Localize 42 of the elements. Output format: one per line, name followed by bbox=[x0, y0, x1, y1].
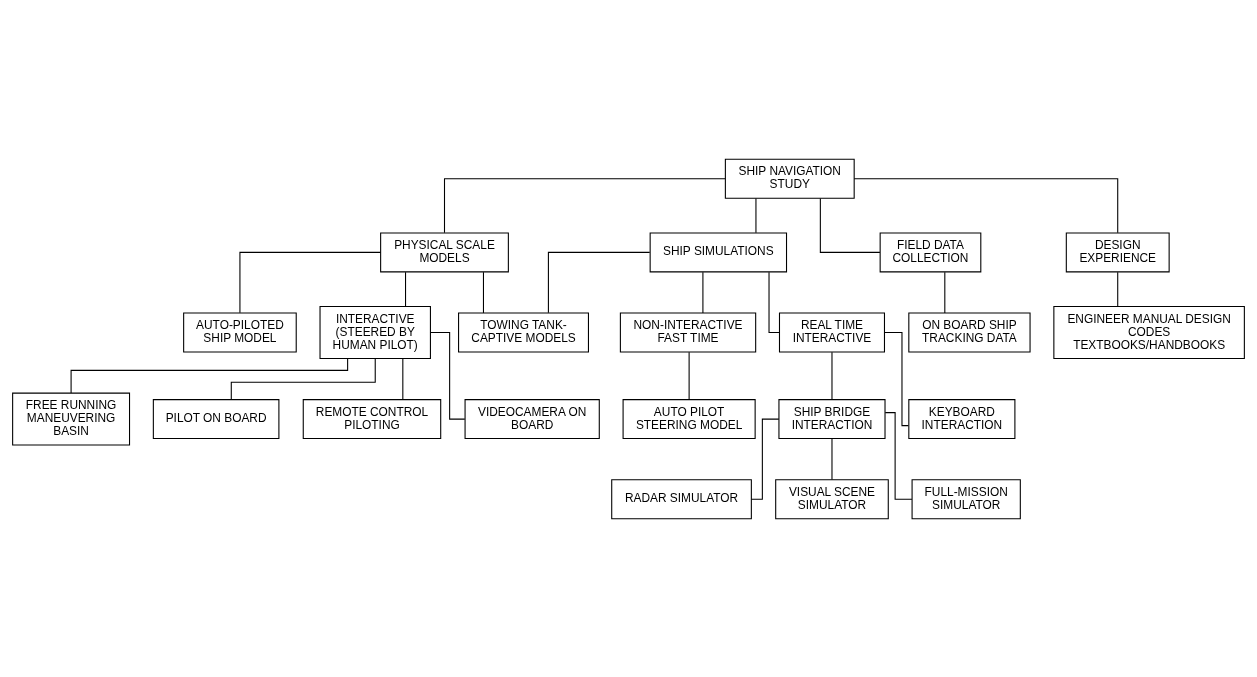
connector bbox=[884, 331, 909, 426]
node-box: FREE RUNNING MANEUVERING BASIN bbox=[12, 392, 131, 446]
connector bbox=[702, 271, 704, 313]
node-box: VIDEOCAMERA ON BOARD bbox=[464, 398, 600, 439]
node-box: SHIP NAVIGATION STUDY bbox=[724, 158, 855, 199]
node-box: FIELD DATA COLLECTION bbox=[879, 231, 982, 272]
connector bbox=[853, 177, 1119, 233]
connector bbox=[482, 271, 484, 313]
node-box: AUTO-PILOTED SHIP MODEL bbox=[183, 311, 297, 353]
connector bbox=[230, 357, 376, 400]
connector bbox=[70, 357, 349, 394]
connector bbox=[688, 351, 690, 400]
node-box: PHYSICAL SCALE MODELS bbox=[380, 231, 509, 272]
node-box: SHIP BRIDGE INTERACTION bbox=[778, 398, 886, 439]
node-box: DESIGN EXPERIENCE bbox=[1065, 231, 1170, 272]
node-box: FULL-MISSION SIMULATOR bbox=[911, 478, 1021, 519]
node-box: KEYBOARD INTERACTION bbox=[908, 398, 1016, 439]
connector bbox=[443, 177, 726, 233]
connector bbox=[755, 197, 757, 233]
node-box: ENGINEER MANUAL DESIGN CODES TEXTBOOKS/HANDBOOKS bbox=[1053, 305, 1245, 359]
connector bbox=[1117, 271, 1119, 307]
connector bbox=[831, 351, 833, 400]
connector bbox=[819, 197, 881, 253]
node-box: TOWING TANK-CAPTIVE MODELS bbox=[458, 311, 589, 353]
connector bbox=[750, 418, 780, 500]
connector bbox=[831, 437, 833, 480]
node-box: REAL TIME INTERACTIVE bbox=[778, 311, 885, 353]
node-box: PILOT ON BOARD bbox=[152, 398, 280, 439]
node-box: SHIP SIMULATIONS bbox=[649, 231, 788, 272]
connector bbox=[402, 357, 404, 400]
node-box: INTERACTIVE (STEERED BY HUMAN PILOT) bbox=[319, 305, 431, 359]
connector bbox=[547, 251, 651, 313]
node-box: ON BOARD SHIP TRACKING DATA bbox=[908, 311, 1031, 353]
node-box: VISUAL SCENE SIMULATOR bbox=[775, 478, 889, 519]
node-box: REMOTE CONTROL PILOTING bbox=[302, 398, 442, 439]
connector bbox=[239, 251, 382, 313]
node-box: NON-INTERACTIVE FAST TIME bbox=[619, 311, 757, 353]
connector bbox=[944, 271, 946, 313]
connector bbox=[768, 271, 780, 333]
connector bbox=[405, 271, 407, 307]
node-box: AUTO PILOT STEERING MODEL bbox=[622, 398, 756, 439]
node-box: RADAR SIMULATOR bbox=[611, 478, 752, 519]
